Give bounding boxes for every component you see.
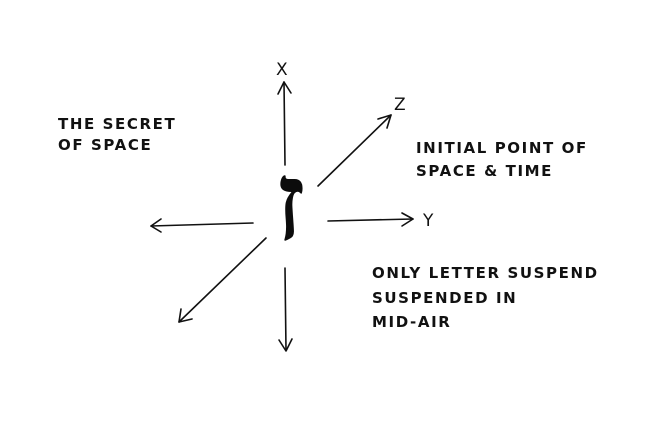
note-initial-point: INITIAL POINT OF SPACE & TIME xyxy=(416,139,588,180)
axis-arrow-left xyxy=(150,218,254,233)
note-letter-line-1: ONLY LETTER SUSPEND xyxy=(372,264,599,282)
axis-arrow-right xyxy=(327,212,414,227)
note-letter-line-3: MID-AIR xyxy=(372,313,451,331)
note-letter-line-2: SUSPENDED IN xyxy=(372,289,517,307)
axis-label-x: X xyxy=(276,60,288,80)
axis-label-y: Y xyxy=(422,211,434,231)
axis-arrow-down xyxy=(278,267,293,352)
note-secret-line-2: OF SPACE xyxy=(58,136,152,154)
note-initial-line-1: INITIAL POINT OF xyxy=(416,139,588,157)
axis-arrow-up xyxy=(277,81,292,166)
hebrew-letter-zayin: ז xyxy=(275,137,306,266)
axis-arrow-downleft xyxy=(178,237,267,323)
note-secret-line-1: THE SECRET xyxy=(58,115,176,133)
axis-group xyxy=(150,81,414,352)
note-initial-line-2: SPACE & TIME xyxy=(416,162,553,180)
axis-label-z: Z xyxy=(394,95,406,115)
note-secret-of-space: THE SECRET OF SPACE xyxy=(58,115,176,154)
note-only-letter: ONLY LETTER SUSPEND SUSPENDED IN MID-AIR xyxy=(372,264,599,331)
axis-arrow-upright xyxy=(317,114,392,187)
